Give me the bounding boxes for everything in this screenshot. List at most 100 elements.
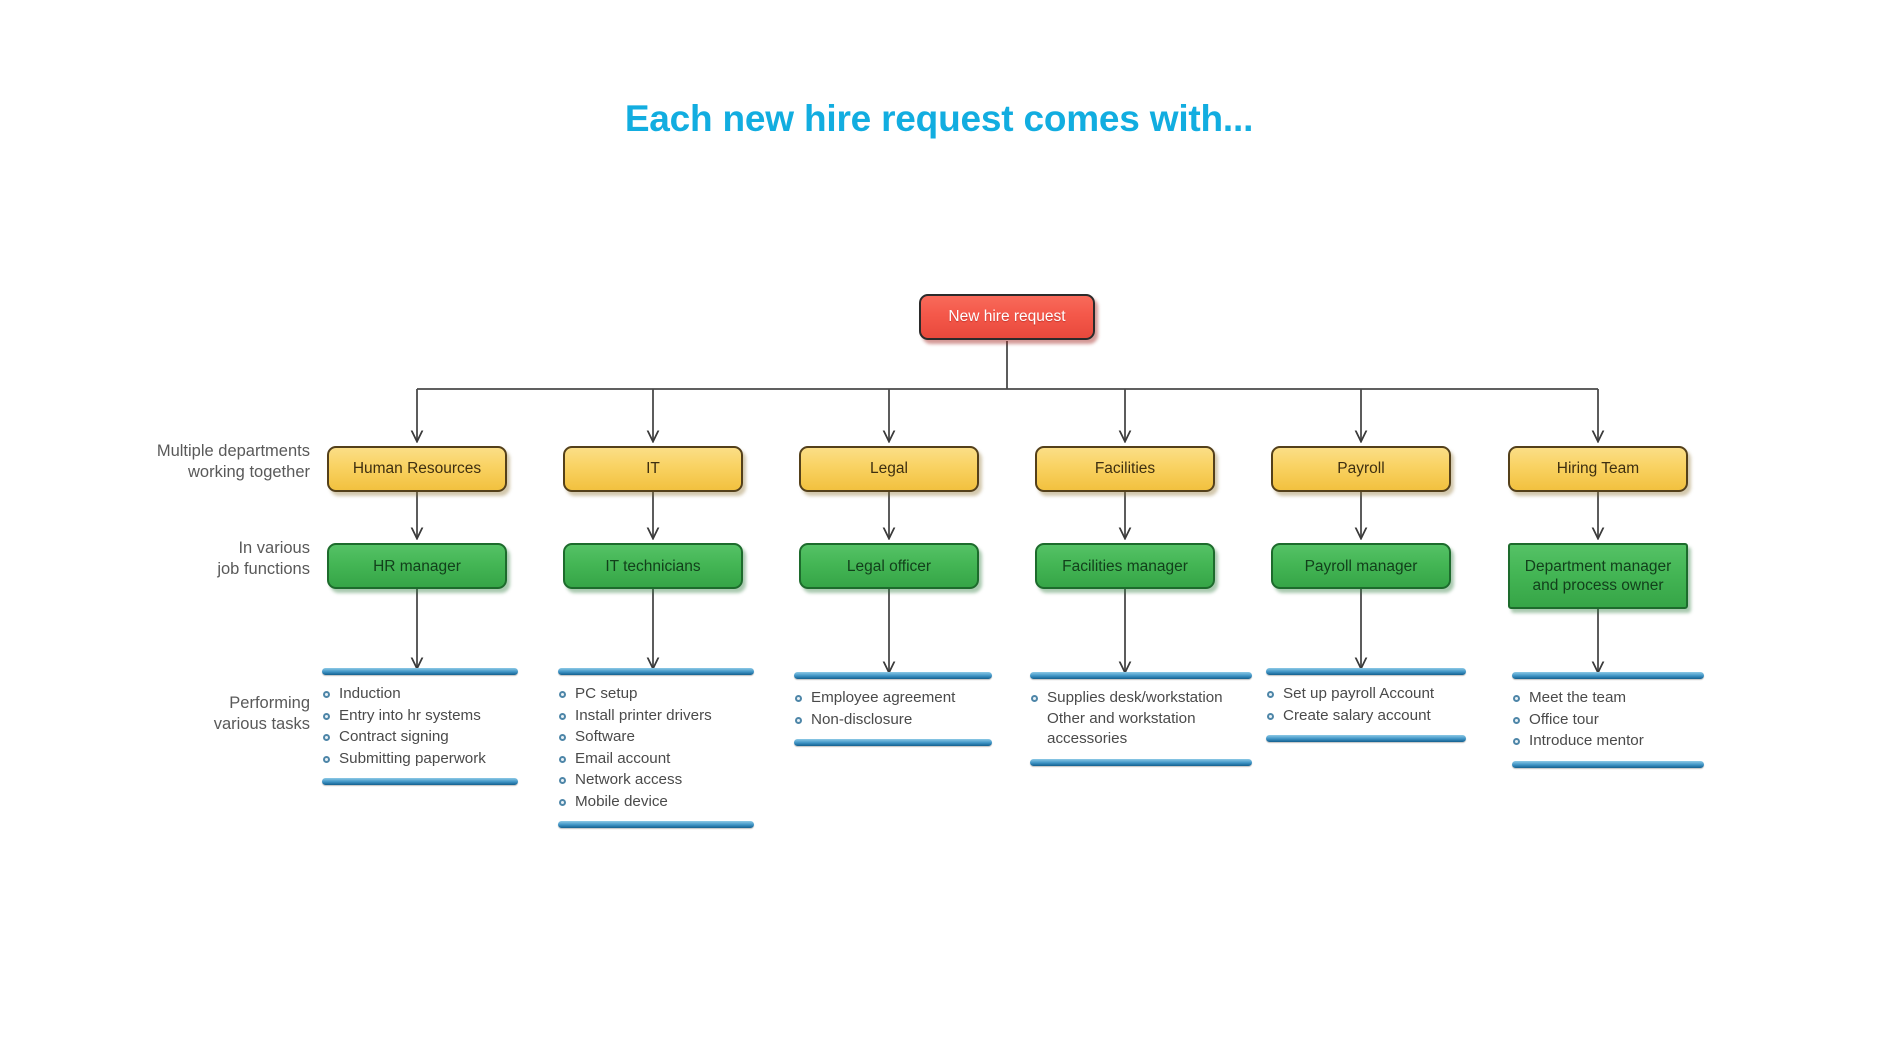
dept-box-hiring-team[interactable]: Hiring Team bbox=[1508, 446, 1688, 492]
task-block-top-bar bbox=[794, 672, 992, 679]
task-item: Introduce mentor bbox=[1512, 731, 1704, 752]
bullet-icon bbox=[1513, 695, 1520, 702]
row-label-line1: Performing bbox=[229, 694, 310, 712]
task-item: Entry into hr systems bbox=[322, 706, 518, 727]
task-item: Install printer drivers bbox=[558, 706, 754, 727]
task-block-bottom-bar bbox=[1266, 735, 1466, 742]
task-label: Employee agreement bbox=[811, 689, 956, 706]
node-label: New hire request bbox=[948, 308, 1066, 325]
dept-label: IT bbox=[646, 460, 660, 477]
role-box-it-technicians[interactable]: IT technicians bbox=[563, 543, 743, 589]
task-label: Submitting paperwork bbox=[339, 749, 486, 767]
role-box-facilities-manager[interactable]: Facilities manager bbox=[1035, 543, 1215, 589]
bullet-icon bbox=[795, 716, 802, 724]
task-block-bottom-bar bbox=[1512, 760, 1704, 768]
bullet-icon bbox=[323, 712, 330, 720]
task-block-top-bar bbox=[1030, 672, 1252, 679]
task-label: Non-disclosure bbox=[811, 710, 913, 728]
role-box-hr-manager[interactable]: HR manager bbox=[327, 543, 507, 589]
dept-label: Hiring Team bbox=[1556, 460, 1640, 477]
bullet-icon bbox=[1267, 712, 1274, 720]
task-block-top-bar bbox=[1266, 668, 1466, 675]
task-label: Entry into hr systems bbox=[339, 706, 481, 724]
dept-box-facilities[interactable]: Facilities bbox=[1035, 446, 1215, 492]
dept-label: Facilities bbox=[1094, 460, 1156, 477]
task-item: Set up payroll Account bbox=[1266, 684, 1466, 705]
task-label: Set up payroll Account bbox=[1283, 685, 1435, 702]
row-label-departments: Multiple departments working together bbox=[90, 441, 310, 483]
task-label: Supplies desk/workstation Other and work… bbox=[1047, 689, 1223, 747]
bullet-icon bbox=[323, 755, 330, 763]
task-item: Non-disclosure bbox=[794, 710, 992, 731]
role-label: Department manager and process owner bbox=[1524, 558, 1672, 594]
page-title: Each new hire request comes with... bbox=[624, 98, 1254, 139]
dept-box-it[interactable]: IT bbox=[563, 446, 743, 492]
task-block-bottom-bar bbox=[794, 739, 992, 746]
task-label: PC setup bbox=[575, 685, 638, 702]
task-label: Meet the team bbox=[1529, 689, 1627, 706]
bullet-icon bbox=[1267, 691, 1274, 698]
role-label: Facilities manager bbox=[1062, 557, 1188, 575]
role-box-department-manager[interactable]: Department manager and process owner bbox=[1508, 543, 1688, 609]
role-label: Payroll manager bbox=[1304, 557, 1418, 575]
task-item: Employee agreement bbox=[794, 688, 992, 709]
dept-label: Payroll bbox=[1337, 460, 1385, 477]
bullet-icon bbox=[559, 734, 566, 741]
row-label-line2: various tasks bbox=[213, 715, 310, 733]
bullet-icon bbox=[559, 777, 566, 784]
row-label-tasks: Performing various tasks bbox=[90, 693, 310, 735]
task-label: Contract signing bbox=[339, 728, 449, 745]
task-item: Office tour bbox=[1512, 710, 1704, 731]
task-label: Software bbox=[575, 728, 635, 745]
task-label: Induction bbox=[339, 685, 401, 702]
task-item: Meet the team bbox=[1512, 688, 1704, 709]
dept-box-payroll[interactable]: Payroll bbox=[1271, 446, 1451, 492]
task-block-bottom-bar bbox=[322, 778, 518, 785]
row-label-line2: job functions bbox=[217, 560, 310, 578]
task-item: Induction bbox=[322, 684, 518, 705]
task-label: Mobile device bbox=[575, 792, 668, 810]
row-label-job-functions: In various job functions bbox=[90, 538, 310, 580]
task-item: Create salary account bbox=[1266, 706, 1466, 727]
row-label-line1: In various bbox=[238, 539, 310, 557]
task-block-top-bar bbox=[558, 668, 754, 675]
task-block-top-bar bbox=[1512, 672, 1704, 679]
task-block-facilities: Supplies desk/workstation Other and work… bbox=[1030, 672, 1252, 766]
task-item: Software bbox=[558, 727, 754, 748]
bullet-icon bbox=[559, 798, 566, 806]
bullet-icon bbox=[323, 734, 330, 741]
dept-label: Human Resources bbox=[352, 460, 482, 477]
bullet-icon bbox=[795, 695, 802, 702]
node-new-hire-request[interactable]: New hire request bbox=[919, 294, 1095, 340]
row-label-line2: working together bbox=[188, 463, 310, 481]
task-list: Supplies desk/workstation Other and work… bbox=[1030, 688, 1252, 750]
role-box-payroll-manager[interactable]: Payroll manager bbox=[1271, 543, 1451, 589]
task-item: Network access bbox=[558, 770, 754, 791]
bullet-icon bbox=[323, 691, 330, 698]
role-box-legal-officer[interactable]: Legal officer bbox=[799, 543, 979, 589]
task-block-bottom-bar bbox=[558, 821, 754, 828]
task-label: Install printer drivers bbox=[575, 706, 712, 724]
dept-box-legal[interactable]: Legal bbox=[799, 446, 979, 492]
task-label: Network access bbox=[575, 771, 683, 788]
role-label: Legal officer bbox=[846, 557, 932, 575]
task-item: Contract signing bbox=[322, 727, 518, 748]
bullet-icon bbox=[559, 691, 566, 698]
bullet-icon bbox=[559, 755, 566, 763]
task-item: Mobile device bbox=[558, 792, 754, 813]
task-label: Create salary account bbox=[1283, 706, 1431, 724]
dept-box-human-resources[interactable]: Human Resources bbox=[327, 446, 507, 492]
dept-label: Legal bbox=[870, 460, 908, 477]
